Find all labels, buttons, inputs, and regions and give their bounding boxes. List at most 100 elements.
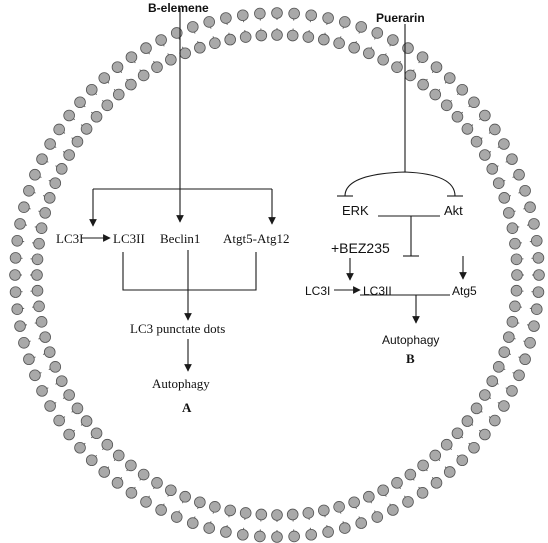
lipid-head — [63, 428, 75, 441]
lipid-head — [9, 252, 22, 264]
lipid-head — [255, 508, 268, 521]
lipid-head — [31, 284, 44, 297]
lipid-head — [35, 222, 48, 234]
lipid-head — [151, 477, 163, 489]
lipid-head — [530, 303, 543, 315]
lipid-head — [36, 153, 48, 165]
lipid-head — [255, 29, 268, 42]
lipid-head — [186, 21, 199, 33]
lipid-head — [440, 438, 453, 451]
lipid-head — [151, 61, 163, 73]
lipid-head — [112, 449, 125, 462]
lipid-head — [506, 222, 519, 234]
lipid-head — [29, 168, 41, 181]
lipid-head — [288, 7, 300, 20]
lipid-head — [220, 12, 232, 24]
lipid-head — [165, 484, 177, 497]
lipid-head — [510, 253, 523, 266]
lipid-head — [137, 69, 150, 82]
lipid-head — [74, 441, 86, 454]
lipid-head — [254, 530, 266, 543]
lipid-head — [125, 459, 137, 472]
lipid-head — [492, 177, 505, 189]
lipid-head — [377, 484, 389, 497]
lipid-head — [63, 389, 75, 401]
lipid-head — [33, 300, 45, 313]
lipid-head — [194, 41, 206, 54]
lipid-head — [85, 83, 98, 96]
lipid-head — [305, 9, 317, 22]
lipid-head — [430, 61, 443, 73]
lipid-head — [377, 53, 389, 66]
lipid-head — [170, 27, 183, 39]
lipid-head — [524, 337, 536, 349]
lipid-head — [486, 375, 499, 387]
lipid-head — [85, 454, 98, 467]
lipid-head — [519, 353, 531, 366]
erk-label: ERK — [342, 203, 369, 218]
lipid-head — [528, 320, 540, 332]
lipid-head — [203, 16, 215, 28]
lipid-head — [31, 253, 44, 266]
lipid-head — [18, 337, 30, 349]
lipid-head — [53, 414, 65, 427]
lipid-head — [391, 477, 403, 489]
lipid-head — [416, 487, 429, 499]
lipid-head — [333, 37, 345, 49]
lipid-head — [203, 522, 215, 534]
lipid-head — [339, 16, 351, 28]
bez235-label: +BEZ235 — [331, 240, 390, 256]
lipid-head — [456, 454, 469, 467]
lipid-head — [371, 27, 384, 39]
lipid-head — [80, 123, 93, 135]
lipid-head — [479, 428, 491, 441]
lipid-head — [11, 303, 24, 315]
lipid-head — [468, 441, 480, 454]
lipid-head — [39, 207, 51, 219]
lipid-head — [36, 385, 48, 397]
lipid-heads — [9, 7, 545, 543]
lipid-head — [23, 353, 35, 366]
lipid-head — [55, 163, 68, 175]
lipid-head — [509, 300, 521, 313]
lipid-head — [429, 88, 442, 101]
lipid-head — [479, 149, 491, 161]
lipid-head — [23, 184, 35, 197]
lipid-head — [402, 42, 414, 54]
lipid-head — [513, 369, 525, 382]
lipid-head — [492, 361, 505, 373]
lipid-head — [140, 496, 152, 508]
lipid-head — [489, 123, 501, 136]
puerarin-branch — [344, 171, 456, 197]
lipid-head — [80, 415, 93, 427]
lipid-head — [271, 7, 283, 19]
lipid-head — [510, 284, 523, 297]
lipid-head — [14, 320, 26, 332]
lipid-head — [402, 496, 414, 508]
lipid-head — [348, 496, 360, 509]
lipid-head — [355, 517, 368, 529]
lipid-head — [9, 286, 22, 298]
lipid-head — [451, 427, 464, 440]
lipid-head — [305, 528, 317, 541]
lipid-head — [165, 53, 177, 66]
lipid-head — [33, 237, 45, 250]
lipid-head — [9, 269, 21, 281]
beclin1-label: Beclin1 — [160, 231, 200, 246]
lipid-head — [528, 218, 540, 230]
lipid-head — [71, 402, 84, 415]
lc3i-label-b: LC3I — [305, 284, 330, 298]
lipid-head — [237, 528, 249, 541]
lipid-head — [532, 252, 545, 264]
lipid-head — [286, 29, 299, 42]
lipid-head — [44, 138, 56, 150]
lipid-head — [486, 163, 499, 175]
panel-b-pathway — [334, 24, 467, 324]
lipid-head — [387, 34, 399, 46]
lipid-head — [404, 468, 417, 481]
lipid-head — [55, 375, 68, 387]
lipid-head — [63, 149, 75, 161]
lipid-head — [111, 477, 124, 489]
lipid-head — [179, 47, 191, 60]
lipid-head — [224, 504, 236, 517]
